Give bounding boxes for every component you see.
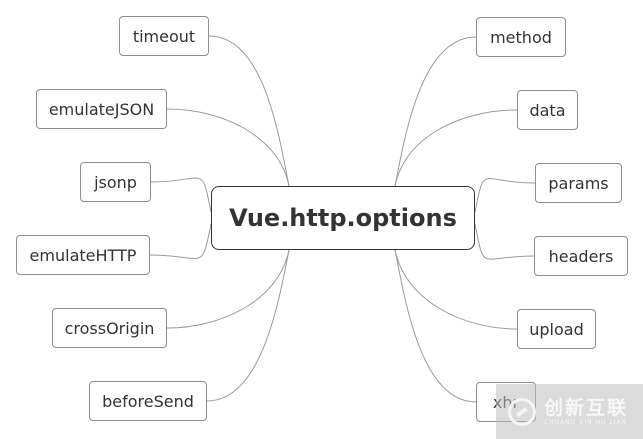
node-timeout: timeout (119, 16, 209, 56)
node-emulatehttp: emulateHTTP (16, 235, 150, 275)
connector-data (394, 109, 518, 187)
connector-emulatejson (166, 108, 290, 187)
watermark-cn-text: 创新互联 (544, 396, 629, 419)
node-beforesend: beforeSend (89, 381, 207, 421)
connector-params (474, 178, 536, 213)
connector-jsonp (150, 177, 212, 213)
watermark-logo-icon (508, 397, 536, 426)
connector-method (394, 36, 477, 187)
center-node: Vue.http.options (211, 186, 475, 250)
node-method: method (476, 17, 566, 57)
connector-emulatehttp (149, 223, 212, 260)
watermark: 创新互联 CHUANG XIN HU LIAN (496, 384, 643, 439)
node-data: data (517, 90, 578, 130)
node-emulatejson: emulateJSON (36, 89, 167, 129)
connector-crossorigin (166, 249, 290, 329)
node-jsonp: jsonp (80, 162, 151, 202)
connector-upload (394, 249, 518, 330)
connector-timeout (208, 35, 290, 187)
node-upload: upload (517, 309, 596, 349)
node-crossorigin: crossOrigin (52, 308, 167, 348)
node-headers: headers (534, 236, 628, 276)
connector-xhr (394, 249, 477, 403)
connector-beforesend (206, 249, 290, 402)
connector-headers (474, 223, 535, 260)
watermark-en-text: CHUANG XIN HU LIAN (544, 418, 628, 426)
node-params: params (535, 163, 622, 203)
